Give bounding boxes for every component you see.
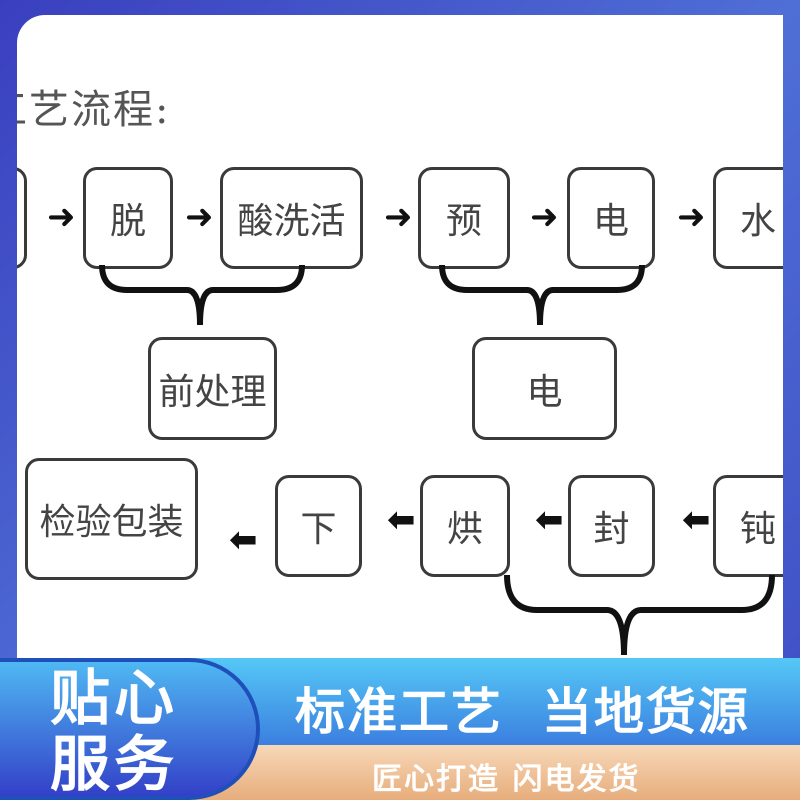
- arrow-right-icon: ➜: [384, 197, 413, 237]
- arrow-left-icon: ⬅: [229, 520, 258, 560]
- brace-pretreatment: [99, 265, 305, 326]
- arrow-left-icon: ⬅: [682, 500, 711, 540]
- flow-box-partial: [17, 167, 27, 269]
- process-flow-card: 工艺流程: ➜ 脱 ➜ 酸洗活 ➜ 预 ➜ 电 ➜ 水 前处理 电 检验包装 ⬅…: [17, 15, 783, 675]
- service-badge: [0, 658, 260, 800]
- flow-box-pre: 预: [418, 167, 510, 269]
- arrow-left-icon: ⬅: [535, 500, 564, 540]
- promo-banner: 贴心 服务 标准工艺 当地货源 匠心打造 闪电发货: [0, 658, 800, 800]
- flow-box-passivate: 钝: [713, 475, 783, 577]
- flow-box-electro: 电: [567, 167, 655, 269]
- flow-box-seal: 封: [568, 475, 655, 577]
- flow-box-pretreatment: 前处理: [148, 337, 277, 440]
- flow-box-plating: 电: [472, 337, 617, 440]
- sub-slogan: 匠心打造 闪电发货: [372, 762, 641, 797]
- brace-posttreatment: [504, 575, 775, 656]
- flow-box-pickling: 酸洗活: [220, 167, 363, 269]
- flow-box-degrease: 脱: [83, 167, 173, 269]
- service-line-1: 贴心: [50, 664, 178, 734]
- flow-box-water: 水: [713, 167, 783, 269]
- flow-box-inspection: 检验包装: [25, 458, 198, 580]
- arrow-right-icon: ➜: [185, 197, 214, 237]
- main-slogan: 标准工艺 当地货源: [295, 683, 750, 741]
- flow-box-unload: 下: [275, 475, 362, 577]
- arrow-right-icon: ➜: [530, 197, 559, 237]
- arrow-left-icon: ⬅: [387, 500, 416, 540]
- arrow-right-icon: ➜: [677, 197, 706, 237]
- flow-box-bake: 烘: [420, 475, 510, 577]
- service-line-2: 服务: [50, 730, 178, 800]
- service-badge-text: 贴心 服务: [50, 666, 178, 798]
- arrow-right-icon: ➜: [47, 197, 76, 237]
- flow-title: 工艺流程:: [17, 87, 171, 133]
- brace-electro: [439, 265, 645, 326]
